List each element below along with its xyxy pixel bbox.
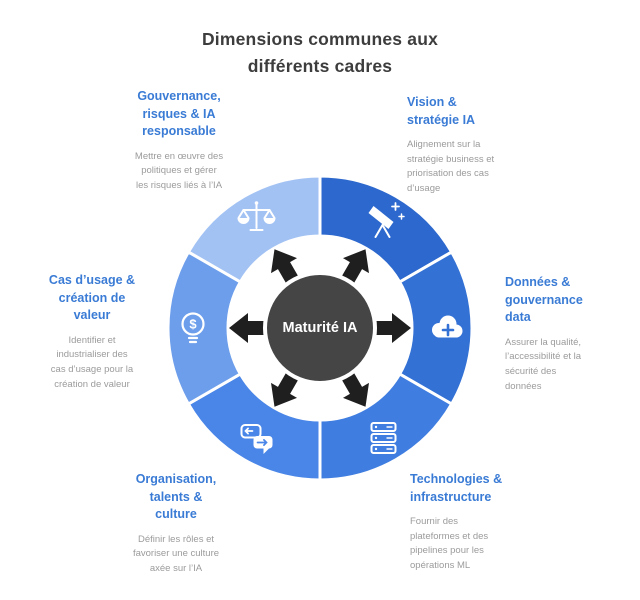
page-title: Dimensions communes aux différents cadre… (201, 29, 439, 77)
center-label: Maturité IA (282, 320, 358, 336)
arrow-donnees-gouvernance-data (366, 313, 411, 343)
segment-cas-usage-creation-valeur (166, 249, 243, 407)
segment-description: Définir les rôles et favoriser une cultu… (132, 533, 220, 574)
segment-description: Fournir des plateformes et des pipelines… (410, 516, 489, 572)
segment-icons: $ (181, 201, 463, 454)
server-icon (370, 422, 397, 454)
segment-organisation-talents-culture (186, 371, 322, 482)
segment-description: Identifier et industrialiser des cas d’u… (50, 334, 134, 390)
segment-description: Alignement sur la stratégie business et … (407, 139, 495, 195)
segment-description: Mettre en œuvre des politiques et gérer … (134, 150, 224, 191)
segment-heading: Technologies & infrastructure (410, 472, 503, 504)
scales-icon (237, 201, 276, 231)
arrow-cas-usage-creation-valeur (229, 313, 274, 343)
segment-label-vision-strategie: Vision & stratégie IA Alignement sur la … (407, 94, 557, 197)
segment-heading: Cas d’usage & création de valeur (48, 273, 136, 322)
dollar-value-icon: $ (181, 312, 205, 344)
segment-heading: Données & gouvernance data (505, 275, 583, 324)
telescope-icon (368, 202, 405, 238)
segment-description: Assurer la qualité, l’accessibilité et l… (505, 336, 582, 392)
segment-label-organisation-talents: Organisation, talents & culture Définir … (107, 471, 245, 577)
segment-label-gouvernance-risques: Gouvernance, risques & IA responsable Me… (110, 88, 248, 194)
segment-heading: Organisation, talents & culture (135, 472, 217, 521)
cloud-plus-icon (432, 315, 463, 338)
segment-heading: Vision & stratégie IA (407, 95, 476, 127)
segment-label-cas-usage-valeur: Cas d’usage & création de valeur Identif… (28, 272, 156, 392)
segment-technologies-infrastructure (318, 371, 454, 482)
svg-text:$: $ (189, 317, 197, 332)
segment-label-technologies-infrastructure: Technologies & infrastructure Fournir de… (410, 471, 560, 574)
chat-icon (240, 424, 273, 454)
center-circle (263, 271, 377, 385)
segment-label-donnees-gouvernance: Données & gouvernance data Assurer la qu… (505, 274, 630, 394)
segment-heading: Gouvernance, risques & IA responsable (137, 89, 221, 138)
